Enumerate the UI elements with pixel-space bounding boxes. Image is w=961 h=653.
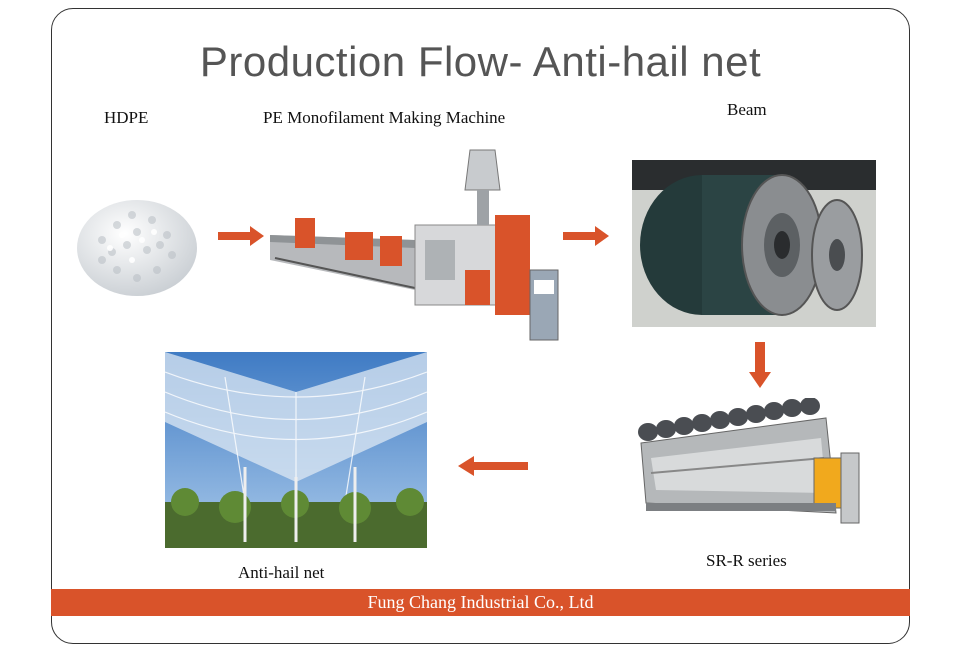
arrow-right-icon-1 <box>218 226 264 246</box>
label-sr-r-series: SR-R series <box>706 551 787 570</box>
monofilament-machine-image <box>265 140 565 345</box>
label-hdpe: HDPE <box>104 108 149 127</box>
arrow-down-icon <box>749 342 771 388</box>
label-beam: Beam <box>727 100 767 119</box>
label-anti-hail-net: Anti-hail net <box>238 563 325 582</box>
arrow-left-icon <box>458 456 528 476</box>
sr-r-series-machine-image <box>636 398 866 533</box>
footer-company-banner: Fung Chang Industrial Co., Ltd <box>51 589 910 616</box>
hdpe-pellets-image <box>72 190 202 300</box>
label-monofilament-machine: PE Monofilament Making Machine <box>263 108 506 127</box>
arrow-right-icon-2 <box>563 226 609 246</box>
anti-hail-net-image <box>165 352 427 548</box>
page-title: Production Flow- Anti-hail net <box>199 38 762 85</box>
beam-image <box>632 160 876 327</box>
